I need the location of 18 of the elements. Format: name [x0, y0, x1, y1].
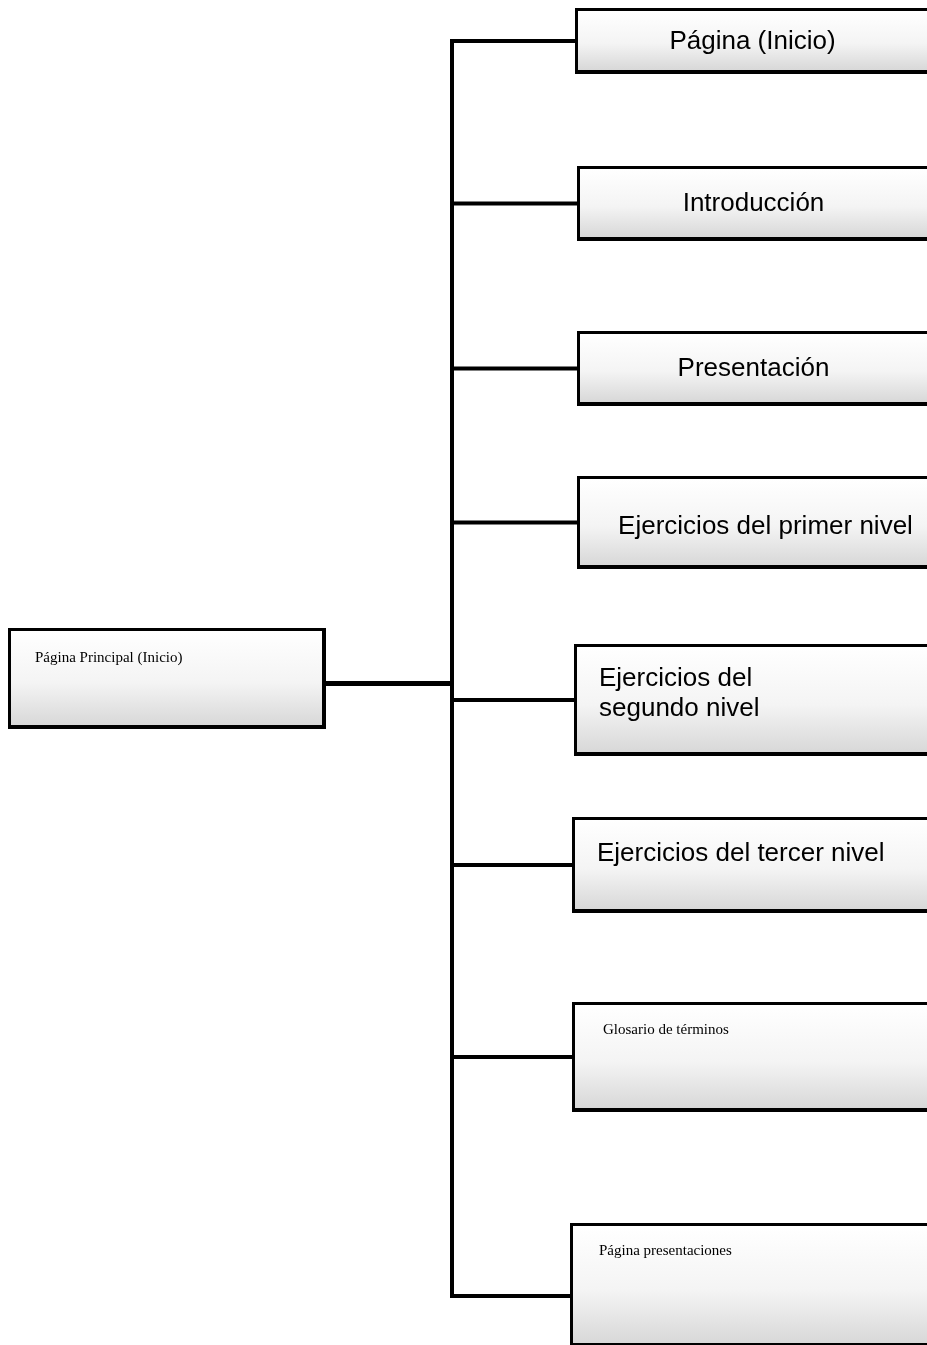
page-box: [570, 1223, 927, 1345]
page-box: [577, 166, 927, 241]
page-box: [577, 331, 927, 406]
page-box: [577, 476, 927, 569]
box-label: Presentación: [677, 353, 830, 383]
page-box: [575, 8, 927, 74]
box-label: Ejercicios del tercer nivel: [597, 838, 885, 868]
page-box: [572, 1002, 927, 1112]
box-label: Ejercicios del segundo nivel: [599, 663, 761, 723]
box-label: Ejercicios del primer nivel: [618, 511, 913, 541]
box-label: Página presentaciones: [599, 1242, 732, 1260]
page-box: [572, 817, 927, 913]
box-label: Página Principal (Inicio): [35, 649, 183, 667]
box-label: Glosario de términos: [603, 1021, 729, 1039]
box-label: Página (Inicio): [669, 25, 836, 56]
page-box: [574, 644, 927, 756]
page-box: [8, 628, 326, 729]
box-label: Introducción: [682, 188, 825, 218]
